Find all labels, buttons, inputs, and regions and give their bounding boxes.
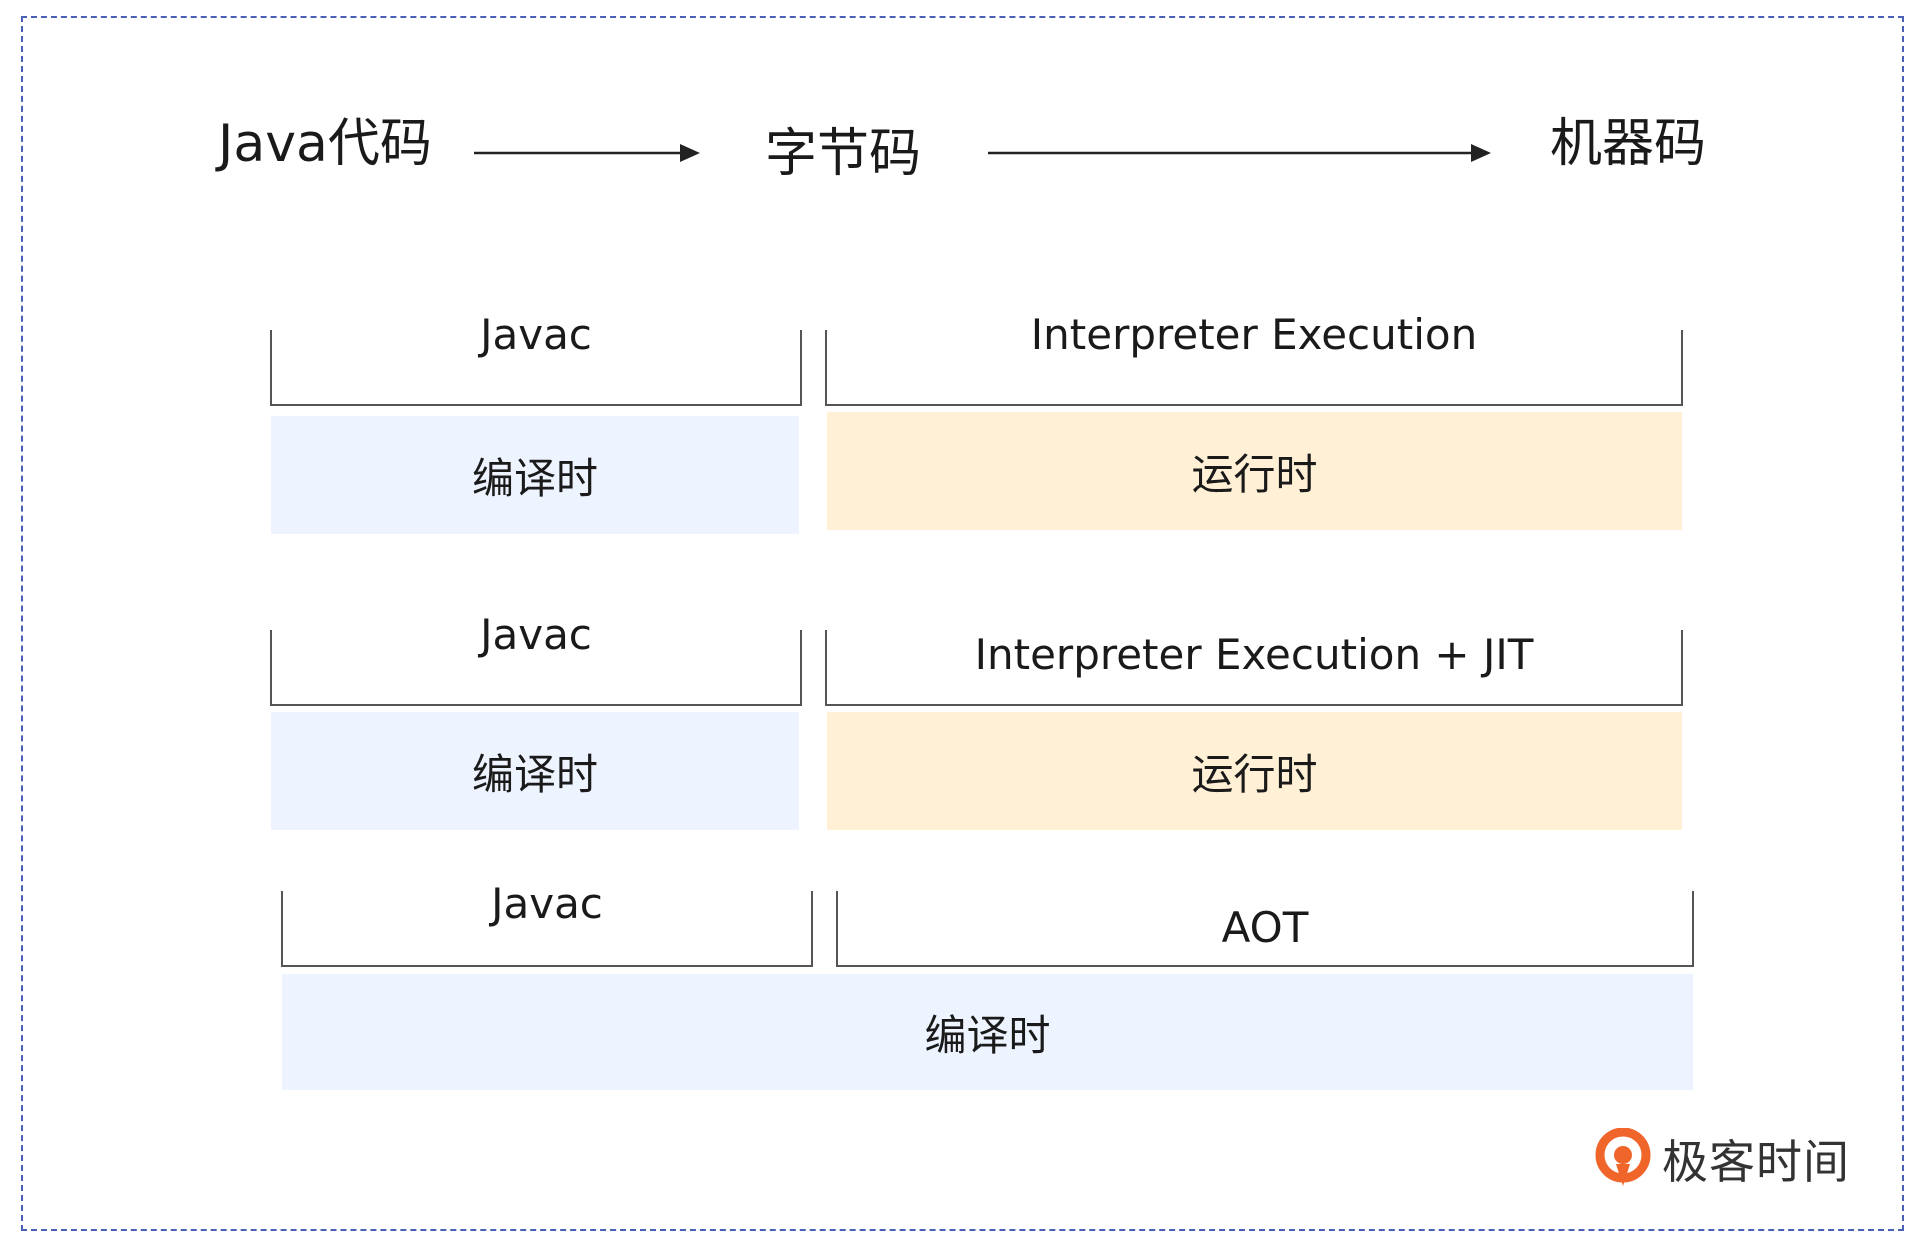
javac-bracket-1: Javac [270, 310, 802, 406]
runtime-phase-2: 运行时 [827, 712, 1682, 830]
flow-machine-label: 机器码 [1550, 114, 1707, 174]
runtime-phase-label-2: 运行时 [1191, 749, 1318, 799]
arrow-bytecode-to-machine [988, 144, 1491, 162]
geektime-logo-icon [1595, 1128, 1651, 1186]
aot-label-3: AOT [1221, 903, 1309, 952]
compile-phase-3: 编译时 [282, 974, 1693, 1090]
flow-source-label: Java代码 [218, 114, 432, 174]
javac-bracket-2: Javac [270, 610, 802, 706]
compile-phase-label-2: 编译时 [471, 749, 598, 799]
flow-bytecode-label: 字节码 [765, 124, 922, 184]
runtime-phase-label-1: 运行时 [1191, 449, 1318, 499]
javac-label-3: Javac [491, 879, 603, 928]
javac-bracket-3: Javac [281, 879, 813, 967]
dashed-frame [21, 16, 1904, 1231]
javac-label-2: Javac [480, 610, 592, 659]
compile-phase-2: 编译时 [271, 712, 799, 830]
javac-label-1: Javac [480, 310, 592, 359]
compile-phase-label-1: 编译时 [471, 453, 598, 503]
geektime-logo-text: 极客时间 [1662, 1135, 1850, 1189]
arrow-source-to-bytecode [474, 144, 700, 162]
compile-phase-label-3: 编译时 [924, 1010, 1051, 1060]
runtime-phase-1: 运行时 [827, 412, 1682, 530]
interpreter-jit-label-2: Interpreter Execution + JIT [974, 630, 1534, 679]
interpreter-label-1: Interpreter Execution [1030, 310, 1478, 359]
geektime-logo: 极客时间 [1594, 1126, 1850, 1192]
interpreter-jit-bracket-2: Interpreter Execution + JIT [825, 630, 1683, 706]
compile-phase-1: 编译时 [271, 416, 799, 534]
aot-bracket-3: AOT [836, 891, 1694, 967]
interpreter-bracket-1: Interpreter Execution [825, 310, 1683, 406]
